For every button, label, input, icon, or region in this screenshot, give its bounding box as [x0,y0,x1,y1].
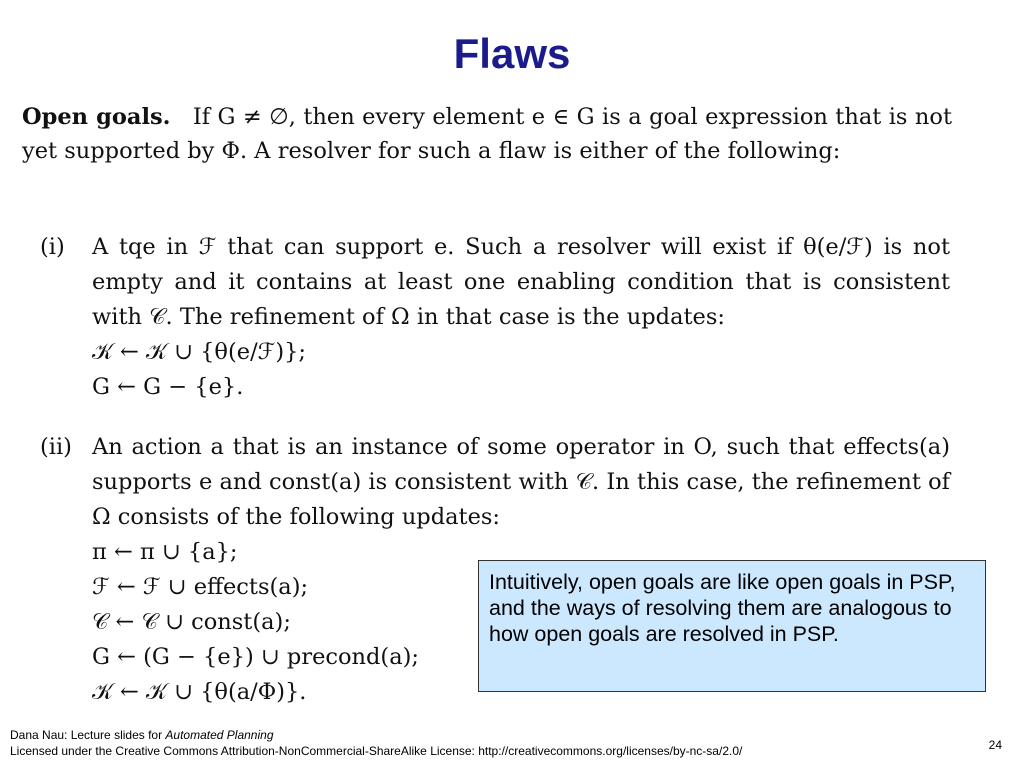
page-number: 24 [988,738,1002,752]
open-goals-text: If G ≠ ∅, then every element e ∈ G is a … [22,104,952,164]
footer-prefix: Dana Nau: Lecture slides for [10,728,166,742]
open-goals-paragraph: Open goals. If G ≠ ∅, then every element… [22,100,952,168]
item-ii-text: An action a that is an instance of some … [92,434,950,530]
footer-license: Licensed under the Creative Commons Attr… [10,744,743,758]
item-i-text: A tqe in ℱ that can support e. Such a re… [92,234,950,330]
item-ii-update-5: 𝒦 ← 𝒦 ∪ {θ(a/Φ)}. [92,679,307,705]
item-ii-label: (ii) [40,434,72,460]
slide-title: Flaws [453,30,571,77]
item-i-label: (i) [40,234,65,260]
item-ii-update-3: 𝒞 ← 𝒞 ∪ const(a); [92,609,291,635]
resolver-item-ii: (ii) An action a that is an instance of … [40,430,950,710]
resolver-item-i: (i) A tqe in ℱ that can support e. Such … [40,230,950,405]
footer-book-title: Automated Planning [165,728,274,742]
open-goals-heading: Open goals. [22,104,171,130]
footer: Dana Nau: Lecture slides for Automated P… [10,727,742,759]
item-i-update-2: G ← G − {e}. [92,374,244,400]
item-ii-update-2: ℱ ← ℱ ∪ effects(a); [92,574,309,600]
intuition-note-box: Intuitively, open goals are like open go… [478,560,986,692]
item-ii-update-1: π ← π ∪ {a}; [92,539,238,565]
item-ii-update-4: G ← (G − {e}) ∪ precond(a); [92,644,419,670]
item-i-update-1: 𝒦 ← 𝒦 ∪ {θ(e/ℱ)}; [92,339,307,365]
